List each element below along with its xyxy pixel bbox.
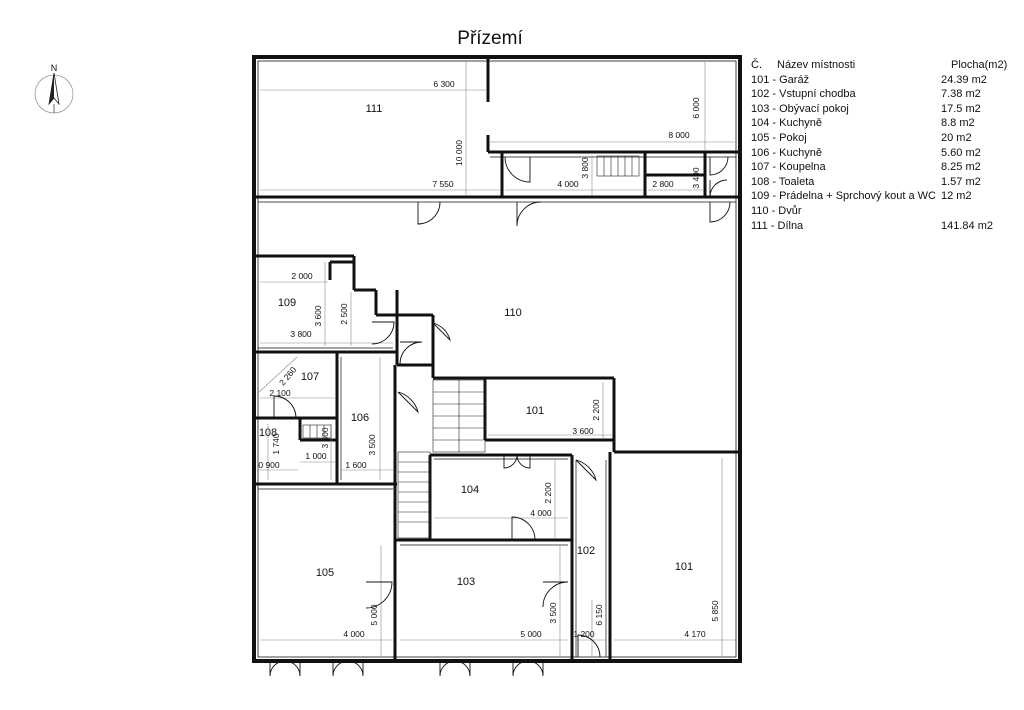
legend-room-name: 111 - Dílna xyxy=(751,219,804,232)
legend-room-area: 12 m2 xyxy=(941,190,972,203)
legend-room-area: 1.57 m2 xyxy=(941,175,981,188)
dimension-label: 6 150 xyxy=(594,604,604,626)
legend-room-area: 24.39 m2 xyxy=(941,73,987,86)
legend-room-area: 20 m2 xyxy=(941,131,972,144)
legend-row: 105 - Pokoj 20 m2 xyxy=(751,131,1011,146)
room-label-105: 105 xyxy=(316,567,334,579)
legend-header-number: Č. xyxy=(751,59,762,71)
dimension-label: 2 200 xyxy=(543,482,553,504)
wall-faces xyxy=(258,156,736,657)
legend-row: 110 - Dvůr xyxy=(751,204,1011,219)
dimension-label: 1 000 xyxy=(305,451,327,461)
room-label-110: 110 xyxy=(504,307,522,319)
legend-row: 106 - Kuchyně 5.60 m2 xyxy=(751,146,1011,161)
dimension-label: 2 260 xyxy=(277,365,299,388)
legend-header-area: Plocha(m2) xyxy=(951,59,1008,71)
legend-room-name: 101 - Garáž xyxy=(751,73,810,86)
door-swings xyxy=(269,156,731,677)
room-label-107: 107 xyxy=(301,371,319,383)
staircase xyxy=(302,155,640,539)
dimension-label: 3 600 xyxy=(313,305,323,327)
dimension-label: 3 800 xyxy=(290,329,312,339)
dimension-label: 4 000 xyxy=(530,508,552,518)
legend-row: 111 - Dílna 141.84 m2 xyxy=(751,219,1011,234)
dimension-label: 7 550 xyxy=(432,179,454,189)
legend-row: 108 - Toaleta 1.57 m2 xyxy=(751,175,1011,190)
legend-row: 107 - Koupelna 8.25 m2 xyxy=(751,160,1011,175)
dimension-label: 4 000 xyxy=(557,179,579,189)
dimension-label: 2 200 xyxy=(591,399,601,421)
legend-room-area: 5.60 m2 xyxy=(941,146,981,159)
plan-title: Přízemí xyxy=(457,28,523,49)
dimension-lines xyxy=(257,62,736,656)
dimension-label: 8 000 xyxy=(668,130,690,140)
compass-label: N xyxy=(51,63,58,73)
dimension-label: 5 000 xyxy=(520,629,542,639)
legend-row: 104 - Kuchyně 8.8 m2 xyxy=(751,116,1011,131)
room-label-111: 111 xyxy=(366,103,383,115)
legend-row: 102 - Vstupní chodba 7.38 m2 xyxy=(751,87,1011,102)
legend-row: 109 - Prádelna + Sprchový kout a WC 12 m2 xyxy=(751,189,1011,204)
dimension-label: 6 000 xyxy=(691,97,701,119)
legend-room-name: 107 - Koupelna xyxy=(751,161,826,174)
dimension-label: 1 200 xyxy=(573,629,595,639)
dimension-label: 6 300 xyxy=(433,79,455,89)
legend-room-area: 17.5 m2 xyxy=(941,102,981,115)
dimension-label: 2 800 xyxy=(652,179,674,189)
room-label-109: 109 xyxy=(278,297,296,309)
dimension-label: 3 500 xyxy=(367,434,377,456)
room-label-102: 102 xyxy=(577,545,595,557)
dimension-label: 3 500 xyxy=(548,602,558,624)
dimension-label: 4 170 xyxy=(684,629,706,639)
compass-icon: N xyxy=(34,63,74,114)
legend-room-area: 141.84 m2 xyxy=(941,219,993,232)
legend-room-name: 106 - Kuchyně xyxy=(751,146,822,159)
legend-header-name: Název místnosti xyxy=(777,59,856,71)
legend-room-name: 110 - Dvůr xyxy=(751,204,802,217)
room-label-108: 108 xyxy=(259,427,277,439)
dimension-label: 4 000 xyxy=(343,629,365,639)
legend-room-name: 109 - Prádelna + Sprchový kout a WC xyxy=(751,190,936,203)
legend-room-name: 105 - Pokoj xyxy=(751,131,807,144)
room-label-101-garage-top: 101 xyxy=(526,405,544,417)
dimension-label: 1 600 xyxy=(345,460,367,470)
room-legend: Č. Název místnosti Plocha(m2) 101 - Gará… xyxy=(751,58,1011,233)
dimension-labels: 6 300 10 000 7 550 6 000 8 000 3 800 4 0… xyxy=(258,79,720,639)
legend-room-name: 108 - Toaleta xyxy=(751,175,815,188)
dimension-label: 3 600 xyxy=(572,426,594,436)
legend-room-name: 103 - Obývací pokoj xyxy=(751,102,849,115)
dimension-label: 5 000 xyxy=(369,604,379,626)
room-label-101-garage: 101 xyxy=(675,561,693,573)
legend-row: 101 - Garáž 24.39 m2 xyxy=(751,73,1011,88)
legend-row: 103 - Obývací pokoj 17.5 m2 xyxy=(751,102,1011,117)
legend-room-name: 102 - Vstupní chodba xyxy=(751,88,856,101)
dimension-label: 10 000 xyxy=(454,140,464,166)
exterior-walls xyxy=(252,55,742,663)
dimension-label: 1 740 xyxy=(271,433,281,455)
dimension-label: 2 000 xyxy=(291,271,313,281)
legend-room-name: 104 - Kuchyně xyxy=(751,117,822,130)
legend-room-area: 7.38 m2 xyxy=(941,88,981,101)
legend-room-area: 8.8 m2 xyxy=(941,117,975,130)
dimension-label: 2 500 xyxy=(339,303,349,325)
room-label-104: 104 xyxy=(461,484,479,496)
legend-header: Č. Název místnosti Plocha(m2) xyxy=(751,58,1011,73)
dimension-label: 0 900 xyxy=(258,460,280,470)
dimension-label: 3 500 xyxy=(320,427,330,449)
room-label-106: 106 xyxy=(351,412,369,424)
dimension-label: 3 400 xyxy=(691,167,701,189)
legend-room-area: 8.25 m2 xyxy=(941,161,981,174)
dimension-label: 5 850 xyxy=(710,600,720,622)
room-label-103: 103 xyxy=(457,576,475,588)
dimension-label: 2 100 xyxy=(269,388,291,398)
room-labels: 111 110 109 107 106 108 101 104 102 101 … xyxy=(259,103,693,588)
dimension-label: 3 800 xyxy=(580,157,590,179)
